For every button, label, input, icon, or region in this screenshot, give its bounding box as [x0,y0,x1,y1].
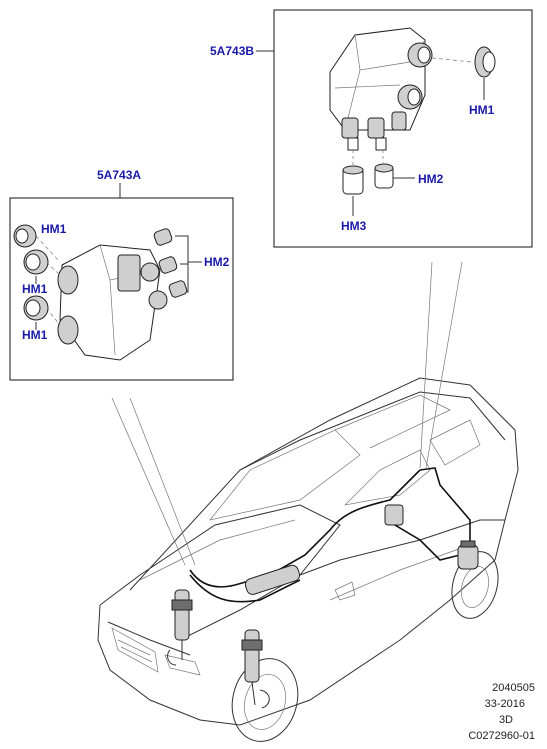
callout-a-hm1-top: HM1 [41,222,67,236]
dashed-line-a-hm1-bot [45,307,61,326]
rear-valve-block [384,504,404,526]
callout-5a743a: 5A743A [97,168,142,182]
plug-hm1-rear [474,46,496,100]
callout-b-hm3: HM3 [341,219,367,233]
illustration-id: C0272960-01 [468,730,535,742]
front-left-air-strut [167,589,193,666]
valve-block-rear [329,27,433,151]
air-supply-harness [189,467,471,603]
leader-line-b-1 [419,261,433,469]
reference-date: 33-2016 [484,698,525,710]
reference-view: 3D [498,714,513,726]
callout-b-hm1: HM1 [469,103,495,117]
dashed-line-a-hm1-top [35,235,61,263]
callout-a-hm2: HM2 [204,255,230,269]
plug-hm1-front-bot [23,295,49,330]
plug-hm2-rear [374,163,415,189]
plug-hm2-front [153,228,202,298]
leader-line-a-2 [129,397,196,566]
callout-a-hm1-mid: HM1 [22,282,48,296]
plug-hm3-rear [342,165,364,216]
dashed-line-a-hm1-mid [45,261,61,276]
plug-hm1-front-top [13,224,37,248]
rear-air-spring [457,540,479,570]
callout-a-hm1-bot: HM1 [22,328,48,342]
leader-line-b-2 [425,261,463,469]
callout-b-hm2: HM2 [418,172,444,186]
valve-block-front [57,244,168,361]
front-right-air-strut [241,629,270,709]
callout-5a743b: 5A743B [210,44,255,58]
plug-hm1-front-mid [23,249,49,284]
vehicle-outline [97,377,519,742]
leader-line-a-1 [111,397,186,566]
reference-code: 2040505 [492,682,535,694]
